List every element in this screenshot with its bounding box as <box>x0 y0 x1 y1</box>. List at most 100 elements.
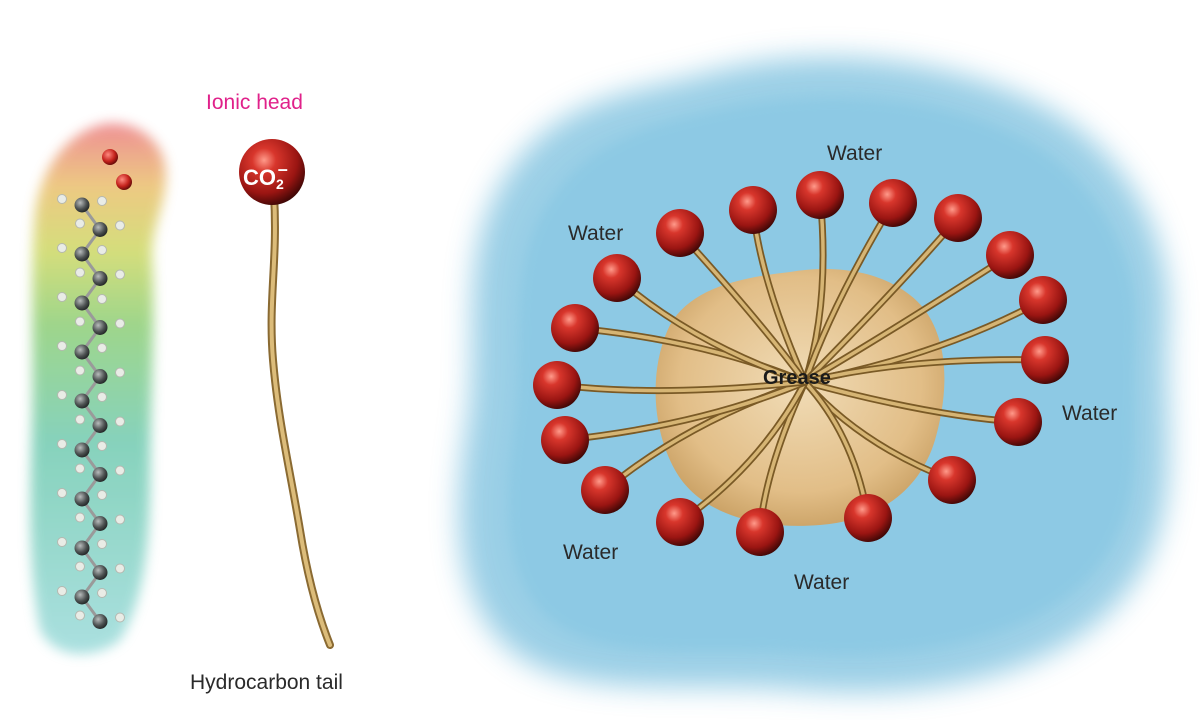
micelle-ionic-head <box>541 416 589 464</box>
water-label-upper-left: Water <box>568 222 624 245</box>
carbon-atom <box>92 271 108 286</box>
oxygen-atom <box>116 174 132 190</box>
carbon-atom <box>74 393 90 409</box>
carbon-atom <box>74 197 90 213</box>
carbon-atom <box>92 516 108 531</box>
carbon-chain-atoms <box>57 149 132 629</box>
water-label-bottom: Water <box>794 571 850 594</box>
carbon-atom <box>92 418 108 433</box>
carbon-atom <box>74 246 90 262</box>
water-label-top: Water <box>827 142 883 165</box>
micelle-tail <box>615 276 807 384</box>
hydrogen-atom <box>57 586 67 596</box>
micelle-ionic-head <box>1021 336 1069 384</box>
micelle-ionic-head <box>934 194 982 242</box>
micelle-ionic-head <box>533 361 581 409</box>
hydrogen-atom <box>115 318 125 329</box>
hydrogen-atom <box>97 539 107 549</box>
hydrogen-atom <box>97 343 107 353</box>
carbon-atom <box>74 540 90 556</box>
ionic-head-label: Ionic head <box>206 91 303 114</box>
micelle-heads <box>533 171 1069 556</box>
micelle-tails <box>553 191 1049 536</box>
micelle-ionic-head <box>844 494 892 542</box>
micelle <box>533 171 1069 556</box>
hydrogen-atom <box>97 245 107 255</box>
micelle-ionic-head <box>581 466 629 514</box>
hydrogen-atom <box>115 416 125 427</box>
hydrogen-atom <box>115 514 125 525</box>
hydrogen-atom <box>57 292 67 302</box>
head-formula: CO2– <box>243 159 288 192</box>
carbon-atom <box>74 295 90 311</box>
carbon-atom <box>74 442 90 458</box>
hydrogen-atom <box>97 392 107 402</box>
micelle-ionic-head <box>1019 276 1067 324</box>
hydrogen-atom <box>115 367 125 378</box>
carbon-atom <box>92 565 108 580</box>
hydrogen-atom <box>115 612 125 623</box>
carbon-atom <box>92 467 108 482</box>
hydrogen-atom <box>57 439 67 449</box>
carbon-atom <box>92 614 108 629</box>
hydrogen-atom <box>75 267 85 278</box>
hydrogen-atom <box>57 488 67 498</box>
micelle-ionic-head <box>928 456 976 504</box>
carbon-atom <box>74 344 90 360</box>
hydrogen-atom <box>115 269 125 280</box>
carbon-atom <box>92 320 108 335</box>
hydrogen-atom <box>97 588 107 598</box>
micelle-tail <box>803 357 1047 384</box>
soap-molecule-model <box>30 123 166 654</box>
soap-molecule-schematic <box>239 139 334 649</box>
micelle-tail <box>678 231 807 384</box>
hydrogen-atom <box>97 196 107 206</box>
micelle-ionic-head <box>986 231 1034 279</box>
hydrogen-atom <box>75 610 85 621</box>
hydrogen-atom <box>75 414 85 425</box>
ionic-head-ball <box>239 139 305 205</box>
electrostatic-surface <box>30 123 166 654</box>
micelle-ionic-head <box>656 498 704 546</box>
hydrogen-atom <box>57 537 67 547</box>
hydrogen-atom <box>75 463 85 474</box>
hydrogen-atom <box>75 512 85 523</box>
water-label-lower-left: Water <box>563 541 619 564</box>
micelle-ionic-head <box>736 508 784 556</box>
carbon-atom <box>92 222 108 237</box>
carbon-atom <box>74 491 90 507</box>
hydrogen-atom <box>57 390 67 400</box>
micelle-ionic-head <box>796 171 844 219</box>
micelle-ionic-head <box>656 209 704 257</box>
hydrogen-atom <box>75 218 85 229</box>
micelle-tail <box>563 380 807 442</box>
hydrogen-atom <box>115 465 125 476</box>
carbon-atom <box>92 369 108 384</box>
hydrogen-atom <box>57 243 67 253</box>
hydrogen-atom <box>97 441 107 451</box>
micelle-tail <box>555 380 807 393</box>
micelle-tail <box>803 253 1012 384</box>
hydrogen-atom <box>97 294 107 304</box>
micelle-ionic-head <box>551 304 599 352</box>
micelle-ionic-head <box>593 254 641 302</box>
hydrocarbon-tail-label: Hydrocarbon tail <box>190 671 343 694</box>
micelle-ionic-head <box>729 186 777 234</box>
hydrocarbon-tail-highlight <box>269 193 332 647</box>
water-label-right: Water <box>1062 402 1118 425</box>
hydrogen-atom <box>75 316 85 327</box>
micelle-tail <box>803 201 895 384</box>
grease-label: Grease <box>763 367 831 389</box>
oxygen-atom <box>102 149 118 165</box>
hydrogen-atom <box>57 341 67 351</box>
micelle-ionic-head <box>994 398 1042 446</box>
hydrogen-atom <box>115 563 125 574</box>
carbon-atom <box>74 589 90 605</box>
hydrogen-atom <box>75 561 85 572</box>
micelle-ionic-head <box>869 179 917 227</box>
hydrogen-atom <box>115 220 125 231</box>
hydrogen-atom <box>75 365 85 376</box>
hydrogen-atom <box>57 194 67 204</box>
